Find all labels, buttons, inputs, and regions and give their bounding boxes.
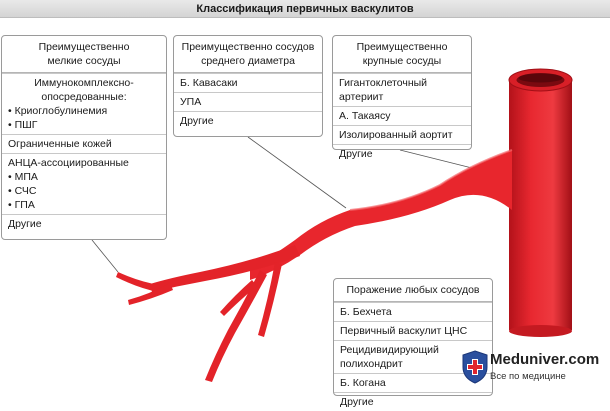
anca-section: АНЦА-ассоциированные • МПА • СЧС • ГПА: [2, 153, 166, 214]
logo-tagline: Все по медицине: [490, 371, 566, 382]
any-vessels-header: Поражение любых сосудов: [334, 279, 492, 302]
list-item: Гигантоклеточный артериит: [333, 73, 471, 106]
list-item: Другие: [174, 111, 322, 130]
branch-small-3: [205, 270, 267, 382]
branch-small-4: [220, 280, 257, 316]
branch-small-1: [116, 272, 160, 292]
list-item: • ПШГ: [8, 119, 38, 131]
other-section: Другие: [2, 214, 166, 233]
medium-vessels-box: Преимущественно сосудов среднего диаметр…: [173, 35, 323, 137]
immune-complex-section: Иммунокомплексно- опосредованные: • Крио…: [2, 73, 166, 134]
connector-large: [399, 149, 473, 169]
meduniver-logo[interactable]: Meduniver.com Все по медицине: [462, 345, 610, 395]
list-item: А. Такаясу: [333, 106, 471, 125]
small-vessels-box: Преимущественно мелкие сосуды Иммунокомп…: [1, 35, 167, 240]
list-item: • Криоглобулинемия: [8, 105, 108, 117]
list-item: Первичный васкулит ЦНС: [334, 321, 492, 340]
aorta-bottom: [509, 325, 572, 337]
large-vessels-box: Преимущественно крупные сосуды Гигантокл…: [332, 35, 472, 160]
list-item: Б. Кавасаки: [174, 73, 322, 92]
small-vessels-header: Преимущественно мелкие сосуды: [2, 36, 166, 73]
branch-small-5: [258, 262, 282, 337]
logo-name: Meduniver.com: [490, 351, 600, 368]
list-item: • СЧС: [8, 185, 37, 197]
list-item: • ГПА: [8, 199, 35, 211]
list-item: • МПА: [8, 171, 38, 183]
list-item: УПА: [174, 92, 322, 111]
large-vessels-header: Преимущественно крупные сосуды: [333, 36, 471, 73]
medical-shield-icon: [462, 350, 488, 384]
diagram-title: Классификация первичных васкулитов: [0, 0, 610, 18]
list-item: Другие: [333, 144, 471, 163]
list-item: Рецидивидирующий полихондрит: [334, 340, 492, 373]
main-branch: [250, 150, 512, 280]
connector-medium: [247, 136, 347, 209]
connector-small: [91, 239, 119, 273]
cutaneous-section: Ограниченные кожей: [2, 134, 166, 153]
aorta: [509, 80, 572, 335]
medium-vessels-header: Преимущественно сосудов среднего диаметр…: [174, 36, 322, 73]
branch-medium: [150, 245, 300, 292]
list-item: Б. Бехчета: [334, 302, 492, 321]
branch-small-2: [128, 283, 173, 305]
list-item: Б. Когана: [334, 373, 492, 392]
artery-illustration: [91, 68, 573, 382]
list-item: Изолированный аортит: [333, 125, 471, 144]
